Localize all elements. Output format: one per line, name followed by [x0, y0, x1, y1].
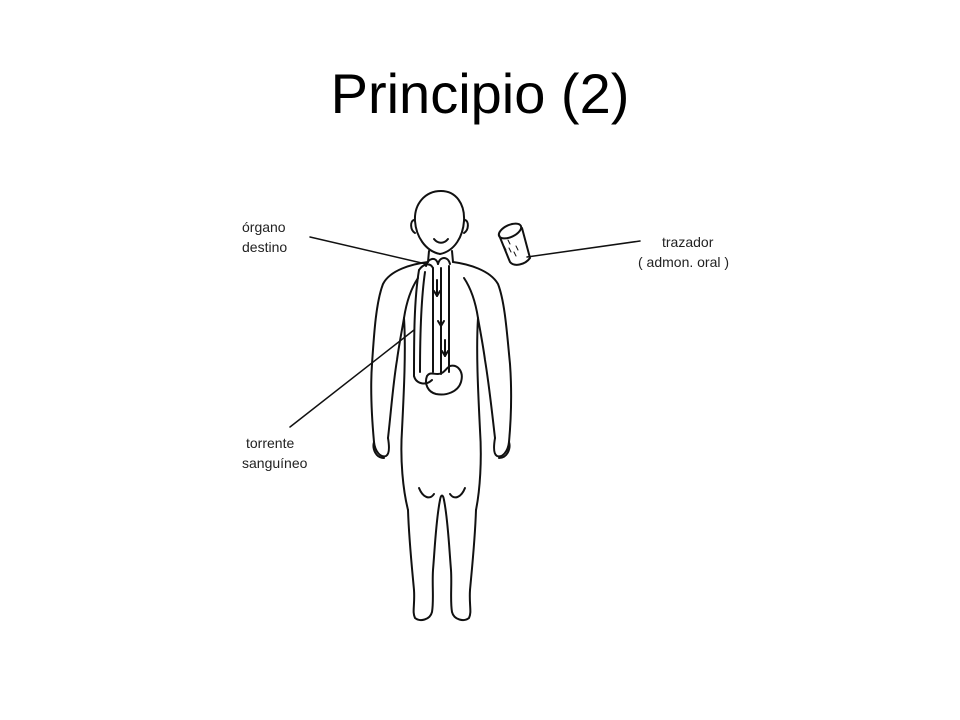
mouth [433, 238, 449, 244]
label-target-organ-line1: órgano [242, 219, 286, 235]
human-body-outline [370, 190, 513, 621]
right-arm [452, 261, 513, 458]
slide-title: Principio (2) [330, 62, 630, 125]
leader-line-target-organ [309, 236, 427, 265]
head [413, 190, 466, 255]
left-leg [407, 499, 441, 621]
label-bloodstream-line2: sanguíneo [242, 455, 308, 471]
leader-line-tracer [526, 240, 641, 258]
bloodstream-tubes [413, 257, 463, 396]
label-tracer-line2: ( admon. oral ) [638, 254, 729, 270]
label-bloodstream-line1: torrente [246, 435, 294, 451]
leader-line-bloodstream [289, 329, 415, 428]
label-target-organ-line2: destino [242, 239, 287, 255]
tracer-cup-icon [497, 222, 531, 266]
stomach [425, 364, 463, 396]
right-leg [443, 499, 477, 621]
left-arm [370, 261, 429, 458]
label-tracer-line1: trazador [662, 234, 714, 250]
